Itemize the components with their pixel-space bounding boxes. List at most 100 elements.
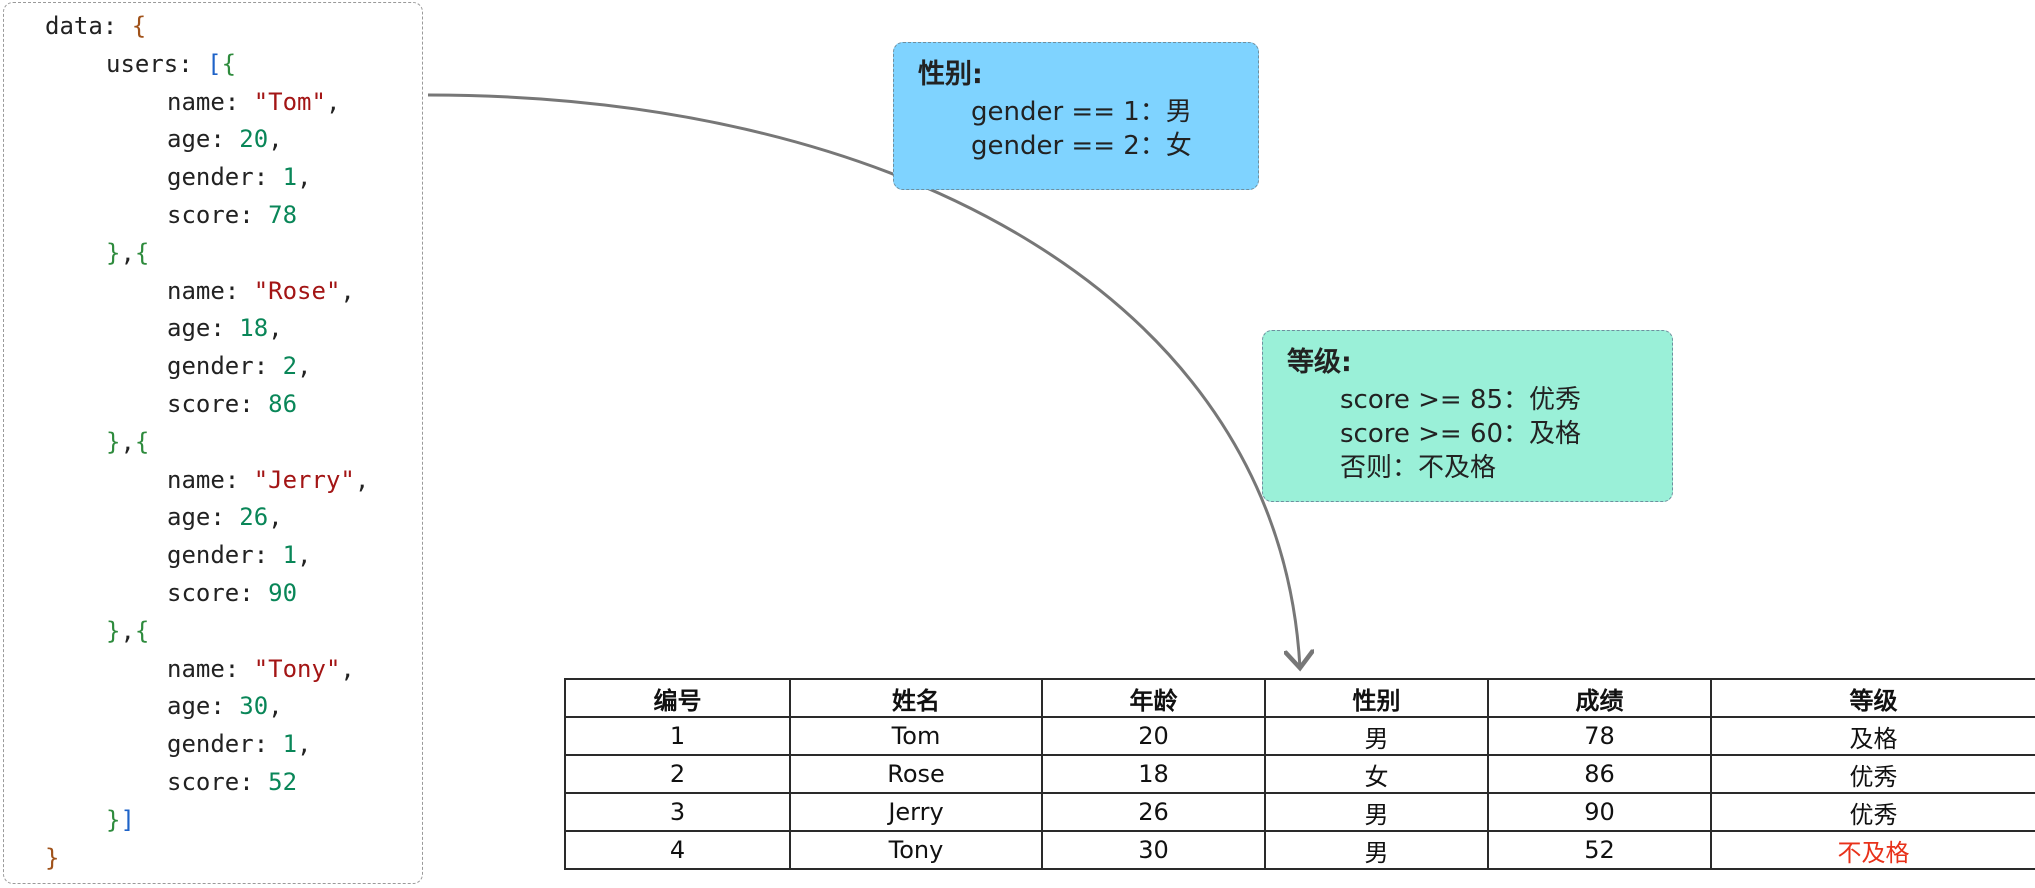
- code-token: 90: [268, 579, 298, 607]
- cell-gender: 男: [1264, 716, 1489, 756]
- code-token: {: [134, 238, 150, 267]
- code-line: gender: 1,: [167, 725, 312, 763]
- code-token: }: [106, 427, 121, 456]
- code-token: 20: [239, 125, 269, 154]
- code-line: name: "Tony",: [167, 650, 355, 688]
- code-line: },{: [106, 612, 149, 650]
- cell-grade: 不及格: [1710, 830, 2035, 870]
- cell-id: 3: [564, 792, 791, 832]
- header-name: 姓名: [789, 678, 1043, 718]
- code-token: ,: [268, 125, 283, 154]
- code-line: name: "Tom",: [167, 83, 340, 121]
- cell-id: 4: [564, 830, 791, 870]
- code-token: 1: [282, 541, 298, 570]
- code-token: {: [221, 49, 237, 78]
- code-line: age: 30,: [167, 687, 283, 725]
- code-token: [: [207, 49, 222, 78]
- code-line: },{: [106, 234, 149, 272]
- code-line: score: 90: [167, 574, 297, 612]
- code-token: ,: [120, 616, 135, 645]
- gender-note: 性别: gender == 1：男 gender == 2：女: [893, 42, 1259, 190]
- cell-grade: 及格: [1710, 716, 2035, 756]
- code-line: },{: [106, 423, 149, 461]
- code-token: 1: [282, 730, 298, 759]
- code-line: name: "Rose",: [167, 272, 355, 310]
- cell-score: 52: [1487, 830, 1712, 870]
- code-token: ,: [340, 276, 355, 305]
- code-panel: data: {users: [{name: "Tom",age: 20,gend…: [3, 2, 423, 884]
- code-token: score:: [167, 390, 269, 418]
- code-token: ,: [297, 163, 312, 192]
- cell-age: 20: [1041, 716, 1266, 756]
- gender-note-title: 性别:: [918, 59, 983, 90]
- code-token: }: [106, 238, 121, 267]
- code-token: ,: [268, 692, 283, 721]
- cell-score: 90: [1487, 792, 1712, 832]
- code-token: users:: [106, 49, 208, 78]
- code-token: ,: [297, 541, 312, 570]
- cell-id: 1: [564, 716, 791, 756]
- code-token: score:: [167, 579, 269, 607]
- grade-note-title: 等级:: [1287, 347, 1352, 378]
- cell-grade: 优秀: [1710, 754, 2035, 794]
- code-token: "Tom": [253, 87, 326, 116]
- code-line: }: [45, 839, 59, 877]
- code-token: 52: [268, 768, 298, 796]
- cell-gender: 男: [1264, 830, 1489, 870]
- gender-note-line: gender == 2：女: [971, 131, 1192, 161]
- code-token: score:: [167, 201, 269, 229]
- code-token: ,: [297, 730, 312, 759]
- table-row: 1 Tom 20 男 78 及格: [564, 716, 2035, 756]
- cell-age: 26: [1041, 792, 1266, 832]
- code-token: "Rose": [253, 276, 341, 305]
- cell-score: 86: [1487, 754, 1712, 794]
- code-token: ,: [297, 352, 312, 381]
- cell-score: 78: [1487, 716, 1712, 756]
- code-token: gender:: [167, 163, 283, 192]
- gender-note-line: gender == 1：男: [971, 97, 1192, 127]
- code-token: name:: [167, 276, 254, 305]
- code-token: 78: [268, 201, 298, 229]
- table-row: 4 Tony 30 男 52 不及格: [564, 830, 2035, 870]
- code-token: 18: [239, 314, 269, 343]
- code-token: ,: [354, 465, 370, 494]
- code-token: ]: [120, 805, 135, 834]
- code-token: age:: [167, 314, 240, 343]
- code-token: ,: [340, 654, 355, 683]
- code-token: age:: [167, 503, 240, 532]
- user-table: 编号 姓名 年龄 性别 成绩 等级 1 Tom 20 男 78 及格 2 Ros…: [564, 678, 2035, 870]
- code-token: 2: [282, 352, 298, 381]
- code-line: score: 78: [167, 196, 297, 234]
- cell-gender: 女: [1264, 754, 1489, 794]
- code-token: ,: [325, 87, 341, 116]
- cell-age: 30: [1041, 830, 1266, 870]
- code-token: }: [106, 616, 121, 645]
- code-token: {: [134, 427, 150, 456]
- table-header-row: 编号 姓名 年龄 性别 成绩 等级: [564, 678, 2035, 718]
- code-token: 86: [268, 390, 298, 418]
- code-token: name:: [167, 87, 254, 116]
- code-line: data: {: [45, 7, 146, 45]
- header-gender: 性别: [1264, 678, 1489, 718]
- code-token: ,: [268, 503, 283, 532]
- header-grade: 等级: [1710, 678, 2035, 718]
- code-token: data:: [45, 12, 132, 40]
- cell-gender: 男: [1264, 792, 1489, 832]
- code-token: 26: [239, 503, 269, 532]
- cell-age: 18: [1041, 754, 1266, 794]
- code-token: gender:: [167, 352, 283, 381]
- code-token: "Jerry": [253, 465, 355, 494]
- cell-grade: 优秀: [1710, 792, 2035, 832]
- table-row: 2 Rose 18 女 86 优秀: [564, 754, 2035, 794]
- code-token: {: [131, 12, 147, 40]
- code-token: gender:: [167, 730, 283, 759]
- code-line: score: 52: [167, 763, 297, 801]
- code-token: score:: [167, 768, 269, 796]
- header-score: 成绩: [1487, 678, 1712, 718]
- code-token: age:: [167, 692, 240, 721]
- code-line: users: [{: [106, 45, 236, 83]
- cell-name: Rose: [789, 754, 1043, 794]
- grade-note-line: score >= 85：优秀: [1340, 385, 1582, 415]
- code-line: gender: 2,: [167, 347, 312, 385]
- code-token: ,: [120, 238, 135, 267]
